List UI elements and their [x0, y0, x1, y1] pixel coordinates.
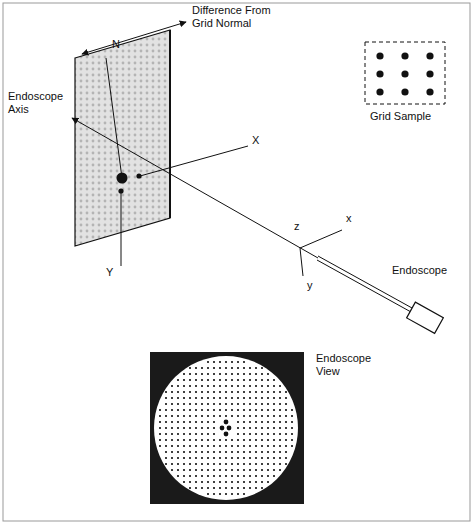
grid-sample-dots — [376, 52, 433, 95]
grid-sample-box — [365, 42, 445, 104]
axis-label: y — [307, 279, 313, 292]
axis-label: Endoscope Axis — [8, 90, 68, 116]
grid-center-dot — [117, 173, 128, 184]
x-axis — [140, 146, 248, 176]
part-label: Endoscope — [392, 264, 447, 277]
scope-y-axis — [300, 248, 303, 276]
view-frame — [150, 352, 304, 504]
grid-dot — [136, 173, 141, 178]
axis-label: x — [346, 212, 352, 225]
grid-plane — [75, 30, 170, 246]
plane-edge — [169, 30, 171, 218]
normal-label: N — [112, 38, 120, 51]
view-label: Endoscope View — [316, 352, 376, 378]
scope-x-axis — [300, 230, 342, 248]
frame — [3, 3, 470, 521]
view-dots — [159, 361, 293, 495]
axis-label: Y — [106, 266, 113, 279]
difference-label: Difference From Grid Normal — [192, 4, 284, 30]
axis-label: z — [294, 220, 300, 233]
difference-arrow — [82, 22, 186, 54]
normal-line — [106, 58, 122, 178]
view-circle — [154, 356, 298, 500]
axis-label: X — [252, 134, 259, 147]
sample-label: Grid Sample — [370, 110, 431, 123]
y-axis — [121, 192, 122, 266]
endoscope-axis-line — [72, 118, 318, 258]
grid-dot — [118, 188, 123, 193]
